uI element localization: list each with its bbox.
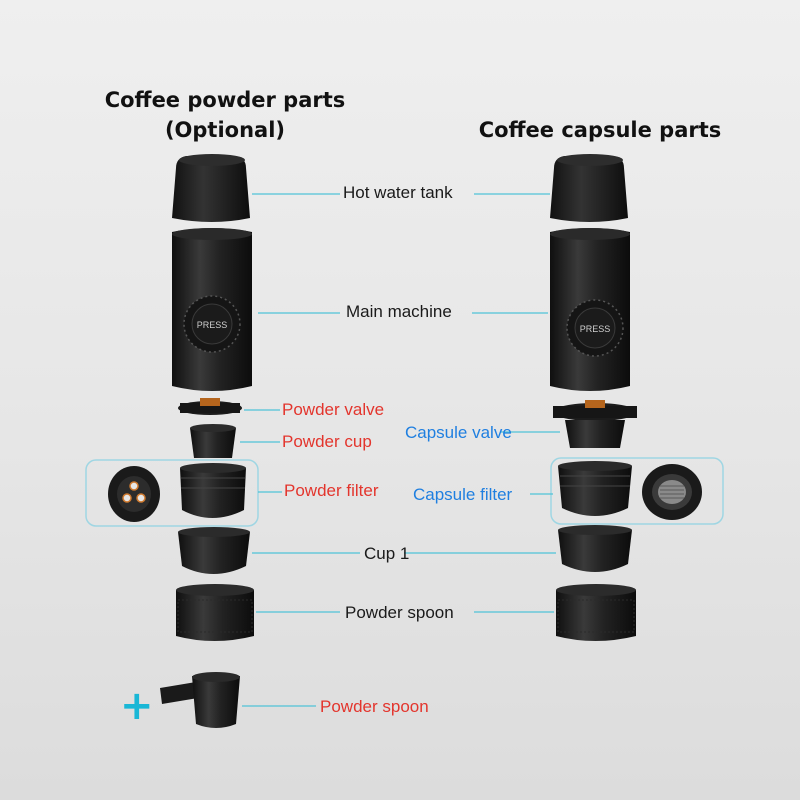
plus-icon: +	[120, 683, 154, 729]
heading-powder-parts: Coffee powder parts	[104, 88, 346, 112]
right-press-button-text: PRESS	[580, 324, 611, 334]
right-hot-water-tank	[550, 154, 628, 222]
label-powder-filter: Powder filter	[284, 481, 379, 500]
leader-lines	[240, 193, 560, 707]
label-capsule-filter: Capsule filter	[413, 485, 513, 504]
left-powder-cup	[190, 424, 236, 458]
left-press-button-text: PRESS	[197, 320, 228, 330]
right-powder-spoon-base	[556, 584, 636, 641]
label-powder-spoon-extra: Powder spoon	[320, 697, 429, 716]
powder-spoon-accessory	[160, 672, 240, 728]
left-cup-1	[178, 527, 250, 574]
right-filter-side-view	[558, 461, 632, 516]
right-capsule-filter-group	[550, 457, 724, 525]
heading-optional: (Optional)	[164, 118, 286, 142]
right-cup-1	[558, 525, 632, 572]
label-powder-valve: Powder valve	[282, 400, 385, 419]
label-powder-cup: Powder cup	[282, 432, 372, 451]
left-main-machine: PRESS	[172, 228, 252, 391]
label-capsule-valve: Capsule valve	[405, 423, 512, 442]
right-capsule-valve	[553, 400, 637, 448]
left-hot-water-tank	[172, 154, 250, 222]
heading-capsule-parts: Coffee capsule parts	[478, 118, 722, 142]
label-cup-1: Cup 1	[364, 544, 410, 563]
left-powder-filter-group	[85, 459, 259, 527]
left-powder-valve	[178, 398, 242, 415]
right-filter-top-view	[642, 464, 702, 520]
label-main-machine: Main machine	[346, 302, 452, 321]
label-powder-spoon-base: Powder spoon	[345, 603, 454, 622]
label-hot-water-tank: Hot water tank	[343, 183, 453, 202]
left-filter-side-view	[180, 463, 246, 518]
left-filter-top-view	[108, 466, 160, 522]
left-powder-spoon-base	[176, 584, 254, 641]
right-main-machine: PRESS	[550, 228, 630, 391]
